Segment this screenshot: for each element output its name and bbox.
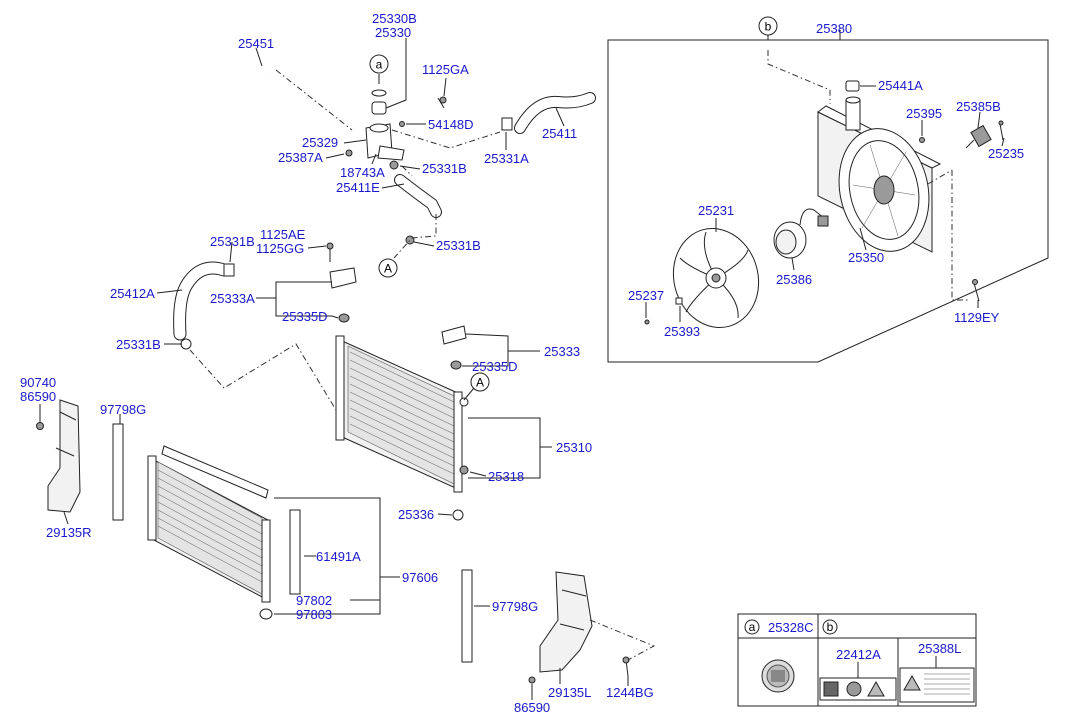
label-25331b-mid: 25331B — [436, 238, 481, 253]
label-25350: 25350 — [848, 250, 884, 265]
label-25393: 25393 — [664, 324, 700, 339]
cooling-fan — [672, 227, 760, 329]
label-25333a: 25333A — [210, 291, 255, 306]
legend-table: a 25328C b 22412A 25388L — [737, 613, 977, 707]
label-97798g-right: 97798G — [492, 599, 538, 614]
label-25329: 25329 — [302, 135, 338, 150]
condenser — [147, 455, 271, 603]
label-1244bg: 1244BG — [606, 685, 654, 700]
label-25330b: 25330B — [372, 11, 417, 26]
label-1125gg: 1125GG — [256, 241, 304, 256]
seal-strip-top — [161, 445, 269, 499]
bolt-25395 — [919, 137, 925, 143]
label-1129ey: 1129EY — [954, 310, 1000, 325]
label-97606: 97606 — [402, 570, 438, 585]
fan-shroud — [817, 96, 942, 253]
label-1125ae: 1125AE — [260, 227, 306, 242]
label-86590-bottom: 86590 — [514, 700, 550, 715]
clip-54148d — [399, 121, 405, 127]
label-25395: 25395 — [906, 106, 942, 121]
label-25412a: 25412A — [110, 286, 155, 301]
label-25386: 25386 — [776, 272, 812, 287]
label-25331b-top: 25331B — [422, 161, 467, 176]
leader-lines — [39, 30, 1005, 700]
callout-A-lower: A — [470, 372, 490, 392]
screw-25237 — [644, 319, 650, 325]
hose-25411e — [394, 174, 442, 245]
label-25237: 25237 — [628, 288, 664, 303]
mount-25335d-upper — [338, 313, 350, 323]
label-25387a: 25387A — [278, 150, 323, 165]
label-97803: 97803 — [296, 607, 332, 622]
fan-resistor — [965, 124, 992, 149]
warning-label-22412a — [819, 677, 897, 701]
label-25330: 25330 — [375, 25, 411, 40]
label-25333: 25333 — [544, 344, 580, 359]
bolt-1129ey — [972, 279, 980, 302]
label-97798g-left: 97798G — [100, 402, 146, 417]
legend-25328c: 25328C — [768, 620, 814, 635]
bushing-97803 — [259, 608, 273, 620]
hose-25411 — [501, 92, 596, 134]
svg-text:b: b — [765, 20, 772, 34]
label-29135r: 29135R — [46, 525, 92, 540]
callout-a-top: a — [369, 54, 389, 74]
label-25441a: 25441A — [878, 78, 923, 93]
label-29135l: 29135L — [548, 685, 591, 700]
legend-25388l: 25388L — [918, 641, 961, 656]
air-guard-29135r — [36, 399, 81, 513]
legend-b-letter: b — [827, 620, 834, 634]
clip-25393 — [675, 297, 683, 305]
seal-61491a — [289, 509, 301, 595]
bolt-1125ga — [437, 96, 447, 109]
label-25331a: 25331A — [484, 151, 529, 166]
label-1125ga: 1125GA — [422, 62, 469, 77]
seal-97798g-right — [461, 569, 473, 663]
label-90740: 90740 — [20, 375, 56, 390]
svg-text:A: A — [384, 262, 392, 276]
screw-25235 — [998, 120, 1004, 141]
bracket-25333 — [441, 325, 467, 345]
mount-25336 — [452, 509, 464, 521]
label-25411e: 25411E — [336, 180, 380, 195]
part-labels: 25330B 25330 25451 1125GA 54148D 25411 2… — [20, 11, 1024, 715]
label-86590-left: 86590 — [20, 389, 56, 404]
legend-a-letter: a — [749, 620, 756, 634]
legend-22412a: 22412A — [836, 647, 881, 662]
hose-25451 — [214, 66, 269, 149]
callout-b-top: b — [758, 16, 778, 36]
label-25331b-lower: 25331B — [116, 337, 161, 352]
seal-97798g-left — [112, 423, 124, 521]
label-25331b-left: 25331B — [210, 234, 255, 249]
svg-text:a: a — [376, 58, 383, 72]
warning-label-25388l — [899, 667, 975, 703]
label-54148d: 54148D — [428, 117, 474, 132]
label-25235: 25235 — [988, 146, 1024, 161]
label-61491a: 61491A — [316, 549, 361, 564]
label-25310: 25310 — [556, 440, 592, 455]
label-25336: 25336 — [398, 507, 434, 522]
label-97802: 97802 — [296, 593, 332, 608]
bracket-25333a — [326, 242, 357, 289]
label-25451: 25451 — [238, 36, 274, 51]
radiator — [335, 335, 469, 493]
label-25231: 25231 — [698, 203, 734, 218]
label-25335d-upper: 25335D — [282, 309, 328, 324]
callout-A-upper: A — [378, 258, 398, 278]
label-25385b: 25385B — [956, 99, 1001, 114]
sticker-25328c — [761, 659, 795, 693]
label-25411: 25411 — [542, 126, 577, 141]
fan-motor — [773, 208, 829, 259]
label-25318: 25318 — [488, 469, 524, 484]
hose-25412a — [173, 261, 235, 350]
air-guard-29135l — [528, 571, 630, 684]
label-25380: 25380 — [816, 21, 852, 36]
label-18743a: 18743A — [340, 165, 385, 180]
mount-25335d-lower — [450, 360, 462, 370]
label-25335d-lower: 25335D — [472, 359, 518, 374]
svg-text:A: A — [476, 376, 484, 390]
filler-neck — [345, 89, 405, 170]
